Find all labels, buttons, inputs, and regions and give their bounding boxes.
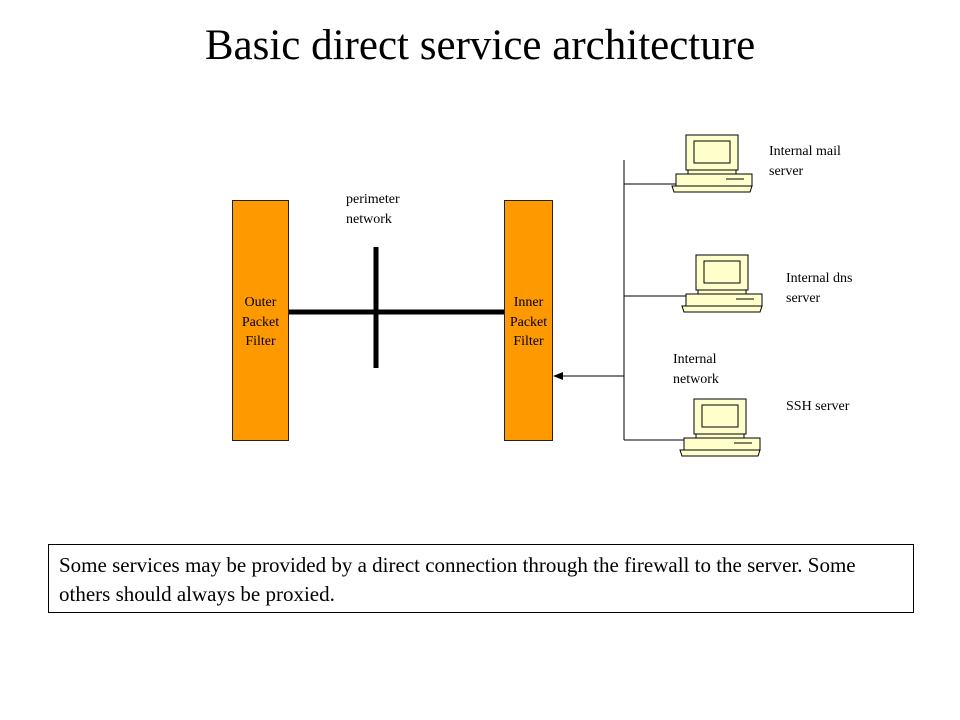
caption-box: Some services may be provided by a direc…	[48, 544, 914, 613]
inner-filter-label-line2: Packet	[509, 314, 548, 330]
outer-filter-label-line1: Outer	[244, 295, 277, 310]
inner-filter-label-line3: Filter	[513, 334, 544, 349]
inner-packet-filter: Inner Packet Filter	[504, 200, 553, 441]
mail-server-label-line2: server	[769, 163, 804, 179]
dns-server-label-line1: Internal dns	[786, 271, 853, 286]
internal-label-line1: Internal	[673, 352, 717, 367]
perimeter-label-line2: network	[346, 211, 392, 227]
perimeter-label-line1: perimeter	[346, 192, 400, 207]
mail-server-label-line1: Internal mail	[769, 144, 841, 159]
ssh-server-computer-icon	[679, 398, 761, 457]
internal-network-label: Internal network	[673, 350, 719, 389]
perimeter-network-label: perimeter network	[346, 190, 400, 229]
outer-filter-label-line2: Packet	[241, 314, 280, 330]
outer-filter-label: Outer Packet Filter	[233, 293, 288, 352]
outer-filter-label-line3: Filter	[245, 334, 276, 349]
mail-server-computer-icon	[671, 134, 753, 193]
outer-packet-filter: Outer Packet Filter	[232, 200, 289, 441]
inner-filter-label-line1: Inner	[513, 295, 544, 310]
dns-server-computer-icon	[681, 254, 763, 313]
inner-filter-label: Inner Packet Filter	[505, 293, 552, 352]
dns-server-label: Internal dns server	[786, 269, 852, 308]
internal-label-line2: network	[673, 371, 719, 387]
ssh-server-label-line1: SSH server	[786, 399, 850, 414]
dns-server-label-line2: server	[786, 290, 821, 306]
ssh-server-label: SSH server	[786, 397, 849, 417]
page-title: Basic direct service architecture	[204, 22, 756, 69]
mail-server-label: Internal mail server	[769, 142, 841, 181]
